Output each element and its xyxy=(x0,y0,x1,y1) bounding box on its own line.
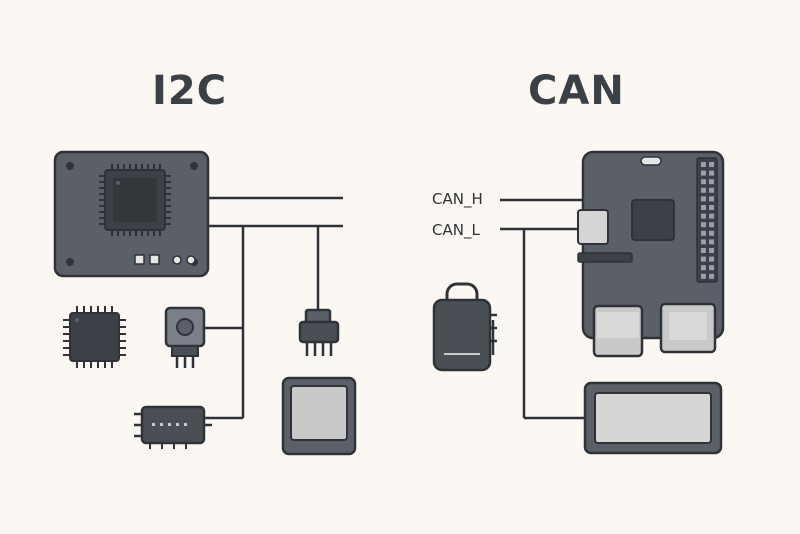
gpio-pin xyxy=(709,170,714,176)
gpio-pin xyxy=(709,273,714,279)
i2c-title: I2C xyxy=(152,68,228,114)
lcd-display xyxy=(583,381,723,455)
gpio-pin xyxy=(709,179,714,185)
gpio-pin xyxy=(709,162,714,167)
gpio-pin xyxy=(701,213,706,219)
usb-port-left xyxy=(592,304,644,358)
gpio-pin xyxy=(709,196,714,202)
can-h-label: CAN_H xyxy=(432,190,483,208)
gpio-pin xyxy=(709,222,714,228)
can-transceiver-module xyxy=(432,282,497,372)
usb-port-right xyxy=(659,302,717,354)
gpio-pin xyxy=(709,230,714,236)
display-module xyxy=(281,376,357,456)
gpio-pin xyxy=(709,265,714,271)
gpio-pin xyxy=(701,239,706,245)
gpio-pin xyxy=(701,222,706,228)
gpio-pin xyxy=(701,187,706,193)
can-title: CAN xyxy=(528,68,625,114)
can-bus-wires xyxy=(491,198,585,420)
gpio-pin xyxy=(709,248,714,253)
gpio-pin xyxy=(701,248,706,253)
microcontroller-board xyxy=(53,150,210,278)
gpio-pin xyxy=(701,179,706,185)
gpio-pin xyxy=(701,265,706,271)
gpio-pin xyxy=(709,187,714,193)
gpio-pin xyxy=(701,273,706,279)
gpio-pin xyxy=(709,205,714,210)
qfn-chip xyxy=(63,306,126,368)
gpio-pin xyxy=(701,256,706,262)
pin-connector xyxy=(298,308,340,356)
gpio-pin xyxy=(709,256,714,262)
mcu-chip xyxy=(99,164,171,236)
i2c-bus-wires xyxy=(203,196,343,420)
gpio-pin xyxy=(701,162,706,167)
gpio-pin xyxy=(701,170,706,176)
gpio-pin xyxy=(701,205,706,210)
sensor-module xyxy=(164,306,206,368)
gpio-pin xyxy=(701,230,706,236)
gpio-header xyxy=(696,157,718,283)
single-board-computer xyxy=(577,150,725,358)
gpio-pin xyxy=(709,239,714,245)
can-l-label: CAN_L xyxy=(432,221,480,239)
gpio-pin xyxy=(709,213,714,219)
gpio-pin xyxy=(701,196,706,202)
sensor-board xyxy=(134,405,212,449)
